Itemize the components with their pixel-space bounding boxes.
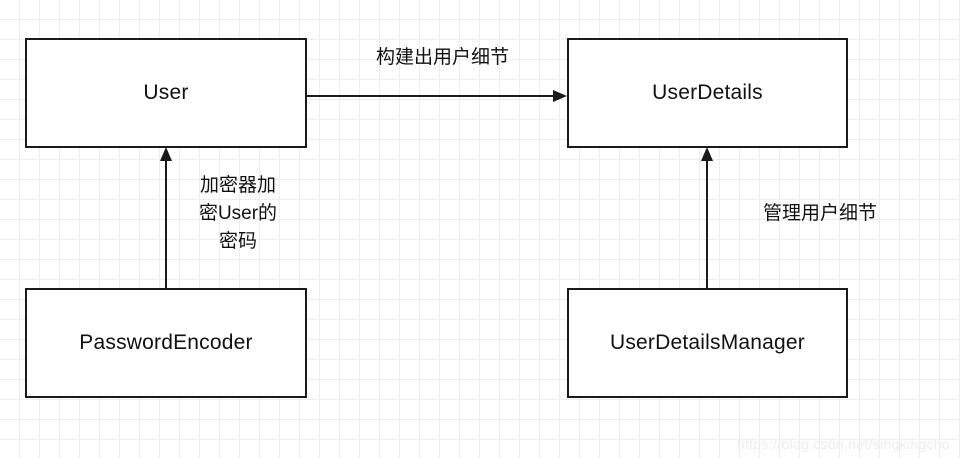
node-password-encoder[interactable]: PasswordEncoder: [25, 288, 307, 398]
edge-label-manage-user-details: 管理用户细节: [762, 203, 877, 224]
node-user-details[interactable]: UserDetails: [567, 38, 848, 148]
node-user[interactable]: User: [25, 38, 307, 148]
edge-manager-to-userdetails: [701, 147, 713, 288]
watermark: https://blog.csdn.net/singkingcho: [736, 436, 950, 452]
edge-user-to-userdetails: [307, 90, 567, 102]
node-user-details-manager[interactable]: UserDetailsManager: [567, 288, 848, 398]
edge-encoder-to-user: [160, 147, 172, 288]
edge-label-encode-user-password: 加密器加 密User的 密码: [198, 175, 278, 252]
edge-label-build-user-details: 构建出用户细节: [375, 47, 509, 68]
